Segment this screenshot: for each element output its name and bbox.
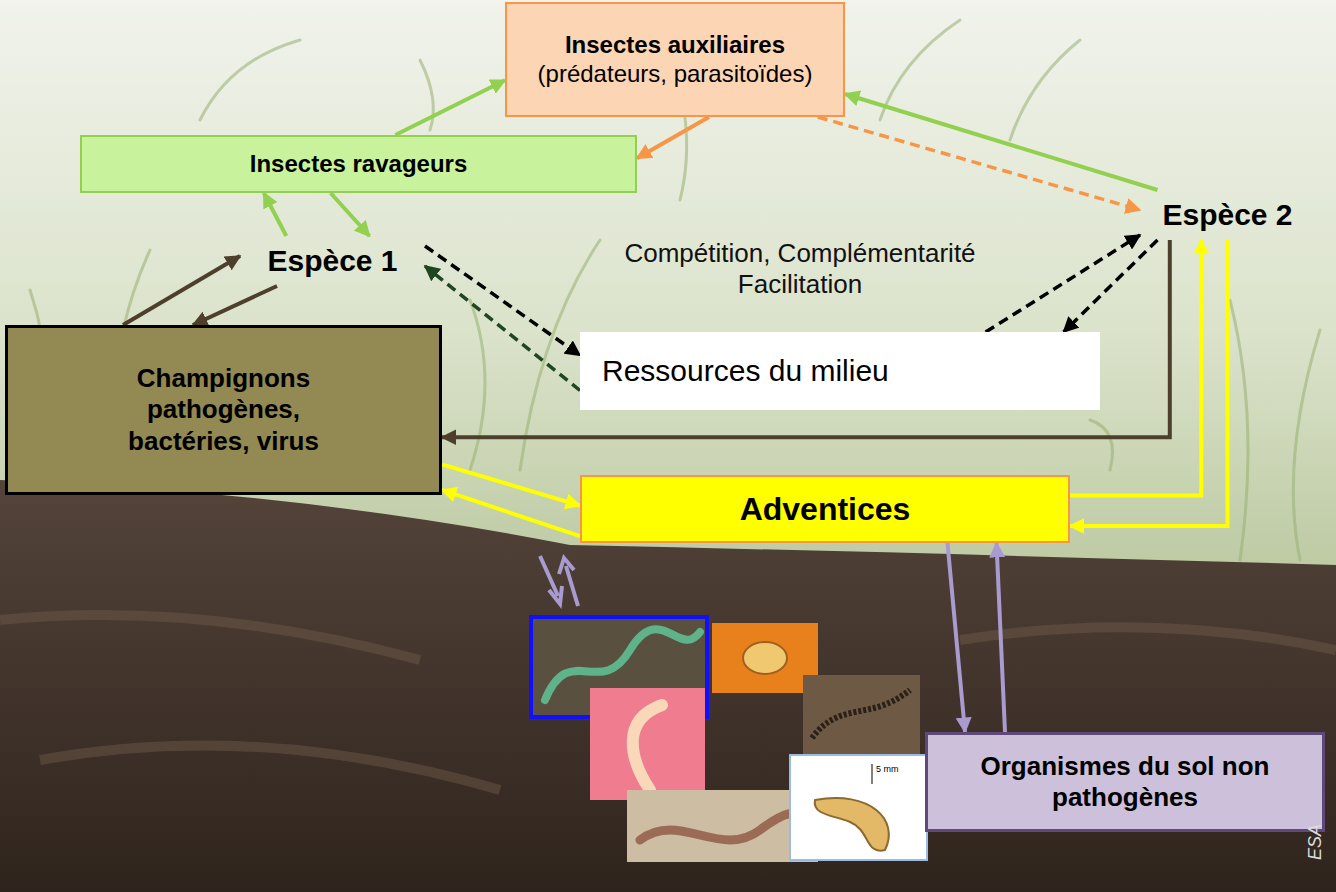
soil-organism-photos <box>531 617 927 862</box>
interaction-arrow <box>986 235 1140 332</box>
node-subtitle: (prédateurs, parasitoïdes) <box>538 60 813 89</box>
species-label: Espèce 1 <box>240 236 425 286</box>
interaction-arrow <box>442 464 580 505</box>
node-title: Adventices <box>740 490 911 528</box>
interaction-arrow <box>948 543 966 732</box>
interaction-arrow <box>997 543 1006 732</box>
node-title: Champignons pathogènes, bactéries, virus <box>94 363 354 457</box>
node-title: Insectes ravageurs <box>250 150 467 179</box>
scale-bar <box>872 764 873 784</box>
interaction-arrow <box>193 286 277 325</box>
pathogens-box: Champignons pathogènes, bactéries, virus <box>5 325 442 495</box>
arrow-line <box>566 566 578 606</box>
node-title: Ressources du milieu <box>602 353 889 389</box>
arrow-head <box>549 586 562 604</box>
leaf <box>420 60 433 130</box>
mycelium <box>545 629 700 700</box>
arrow-head <box>559 558 574 574</box>
auxiliary-insects-box: Insectes auxiliaires(prédateurs, parasit… <box>505 2 845 117</box>
leaf <box>880 20 960 120</box>
leaf <box>1090 420 1113 470</box>
nematode-photo <box>590 688 705 800</box>
scale-label: 5 mm <box>876 764 899 775</box>
mite <box>743 642 787 674</box>
interaction-arrow <box>425 266 580 391</box>
interaction-arrow <box>637 117 709 158</box>
interaction-arrow <box>425 246 580 355</box>
node-title: Espèce 2 <box>1162 197 1292 233</box>
pest-insects-box: Insectes ravageurs <box>80 135 637 193</box>
resources-box: Ressources du milieu <box>580 332 1100 410</box>
leaf <box>470 300 485 470</box>
leaf <box>1010 40 1080 140</box>
soil-link-arrows <box>540 556 578 606</box>
mycelium-photo <box>531 617 707 717</box>
interaction-arrow <box>123 256 240 325</box>
arrow-line <box>540 556 558 596</box>
interaction-arrow <box>1064 240 1158 332</box>
leaf <box>1293 330 1320 560</box>
interaction-arrow <box>442 490 580 536</box>
larva-photo <box>790 755 927 860</box>
soil-organisms-box: Organismes du sol non pathogènes <box>925 732 1325 832</box>
vegetation-ground <box>0 0 1336 600</box>
node-title: Espèce 1 <box>267 243 397 279</box>
nematode <box>633 705 662 790</box>
earthworm-photo <box>627 790 818 862</box>
centipede-photo <box>803 675 920 760</box>
centipede <box>812 690 910 738</box>
leaf <box>200 40 300 120</box>
leaf <box>1230 300 1248 560</box>
watermark: ESA <box>1305 817 1329 867</box>
larva <box>815 798 889 851</box>
interaction-arrow <box>331 193 370 236</box>
interaction-arrow <box>264 193 287 236</box>
species-label: Espèce 2 <box>1140 190 1315 240</box>
interaction-arrow <box>818 117 1140 210</box>
interaction-arrow <box>845 94 1158 190</box>
mite-photo <box>712 623 818 693</box>
interaction-arrow <box>395 80 505 135</box>
node-title: Insectes auxiliaires <box>565 31 785 60</box>
earthworm <box>640 813 810 840</box>
interaction-label: Compétition, Complémentarité Facilitatio… <box>560 238 1040 300</box>
node-title: Organismes du sol non pathogènes <box>980 751 1270 813</box>
weeds-box: Adventices <box>580 475 1070 543</box>
